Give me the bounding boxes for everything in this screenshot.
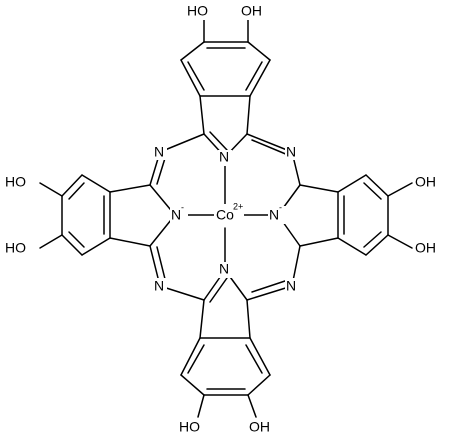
- bond: [187, 344, 205, 374]
- bond: [81, 174, 111, 193]
- bond: [249, 59, 271, 97]
- aza-nitrogen-label: N: [286, 144, 296, 160]
- bond: [159, 285, 205, 301]
- bond: [247, 374, 271, 396]
- hydroxyl-label: OH: [249, 419, 270, 435]
- bond: [199, 299, 205, 339]
- bond: [246, 285, 293, 301]
- aza-nitrogen-label: N: [154, 278, 164, 294]
- bond: [156, 246, 167, 284]
- bond: [209, 131, 228, 151]
- metal-charge: 2+: [233, 201, 243, 211]
- hydroxyl-label: OH: [415, 240, 436, 256]
- bond: [209, 277, 228, 303]
- bond: [247, 394, 257, 418]
- hydroxyl-label: HO: [5, 240, 26, 256]
- bond: [180, 59, 201, 97]
- bond: [247, 41, 271, 61]
- bond: [363, 182, 382, 200]
- bond: [180, 374, 205, 396]
- anionic-nitrogen-label: N: [269, 207, 279, 223]
- bond: [39, 234, 63, 249]
- bond: [187, 61, 205, 91]
- hydroxyl-label: HO: [5, 174, 26, 190]
- bond: [109, 237, 151, 247]
- bond: [180, 337, 201, 376]
- hydroxyl-label: HO: [187, 3, 208, 19]
- bond: [387, 182, 413, 197]
- bond: [61, 174, 83, 197]
- bond: [387, 234, 413, 249]
- bond: [245, 344, 263, 374]
- nitrogen-label: N: [219, 261, 229, 277]
- bond: [68, 182, 85, 200]
- nitrogen-label: N: [219, 149, 229, 165]
- bond: [246, 299, 251, 339]
- anionic-nitrogen-label: N: [171, 207, 181, 223]
- bond: [299, 184, 339, 193]
- bond: [251, 139, 289, 156]
- bond: [337, 237, 367, 256]
- hydroxyl-label: OH: [415, 174, 436, 190]
- bond: [180, 41, 205, 61]
- bond: [197, 394, 205, 418]
- anion-charge: -: [181, 202, 184, 212]
- bond: [246, 133, 293, 153]
- hydroxyl-label: HO: [179, 419, 200, 435]
- bond: [61, 234, 83, 256]
- bond: [365, 174, 389, 197]
- bond: [251, 279, 289, 293]
- bond: [81, 237, 111, 256]
- bond: [39, 182, 63, 197]
- bond: [245, 61, 263, 91]
- bond: [159, 133, 205, 153]
- bond: [299, 237, 339, 247]
- atom-labels: HO OH N N N N N HO HO OH OH N - Co 2+: [4, 2, 444, 436]
- bond: [109, 184, 151, 193]
- bond: [337, 174, 367, 193]
- bond: [199, 95, 205, 135]
- cobalt-label: Co: [216, 207, 234, 223]
- bond: [68, 231, 85, 248]
- aza-nitrogen-label: N: [154, 144, 164, 160]
- bond: [363, 231, 382, 248]
- bond: [246, 95, 251, 135]
- hydroxyl-label: OH: [241, 3, 262, 19]
- aza-nitrogen-label: N: [286, 278, 296, 294]
- anion-charge: -: [279, 202, 282, 212]
- bond: [249, 337, 271, 376]
- bond: [365, 234, 389, 256]
